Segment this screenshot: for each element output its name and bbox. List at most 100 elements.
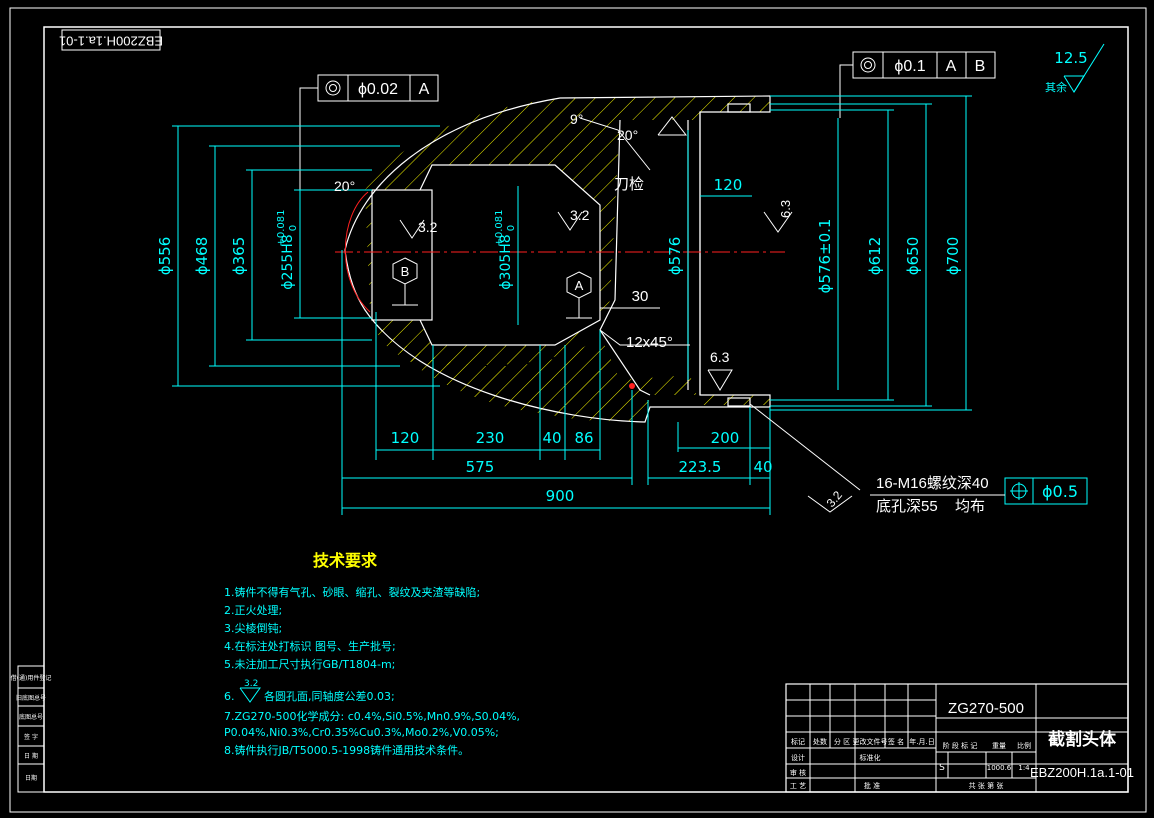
dim-d576b: ϕ576±0.1	[816, 219, 834, 294]
rough-5-value: 3.2	[824, 488, 846, 510]
inner-border	[43, 26, 1129, 793]
dim-d556: ϕ556	[156, 237, 174, 276]
note-4: 4.在标注处打标识 图号、生产批号;	[224, 639, 396, 653]
datum-a-label: A	[575, 278, 584, 293]
tb-approve: 批 准	[864, 781, 880, 790]
tolerance-frame-position: ϕ0.5	[1004, 477, 1088, 505]
dim-l86: 86	[574, 429, 593, 447]
rotated-code: EBZ200H.1a.1-01	[59, 34, 163, 49]
tech-notes: 技术要求 1.铸件不得有气孔、砂眼、缩孔、裂纹及夹渣等缺陷; 2.正火处理; 3…	[224, 551, 520, 757]
left-bore	[371, 189, 433, 321]
tb-weight: 重量	[992, 742, 1006, 750]
tb-process: 工 艺	[790, 782, 806, 790]
rough-mark-3: 6.3	[763, 200, 793, 233]
strip-3: 底图总号	[19, 713, 43, 721]
dim-l120b: 120	[714, 176, 743, 194]
note-6-text: 各圆孔面,同轴度公差0.03;	[264, 689, 395, 703]
tb-mark: 标记	[791, 737, 805, 746]
strip-2: 旧底图总号	[16, 694, 46, 702]
strip-6: 日期	[25, 774, 37, 782]
tb-docno: 更改文件号	[853, 737, 888, 746]
tb-count: 处数	[813, 737, 827, 746]
material: ZG270-500	[948, 700, 1024, 717]
tb-sheets: 共 张 第 张	[969, 781, 1004, 790]
angle-20a: 20°	[334, 178, 355, 194]
dim-l900: 900	[546, 487, 575, 505]
rough-mark-5	[657, 116, 688, 136]
rough-4-value: 6.3	[710, 349, 730, 365]
strip-5: 日 期	[24, 752, 38, 760]
strip-4: 签 字	[24, 733, 38, 741]
dim-d468: ϕ468	[193, 237, 211, 276]
bolt-hole-bottom	[727, 397, 751, 407]
dim-d255-up: +0.081	[276, 209, 287, 246]
strip-1: 借(通)用件登记	[11, 674, 52, 682]
dim-d305-low: 0	[506, 225, 517, 231]
note-7b: P0.04%,Ni0.3%,Cr0.35%Cu0.3%,Mo0.2%,V0.05…	[224, 726, 499, 739]
rough-mark-4: 6.3	[707, 349, 733, 391]
drawing-no: EBZ200H.1a.1-01	[1030, 765, 1134, 780]
dim-l40b: 40	[753, 458, 772, 476]
rotated-code-box: EBZ200H.1a.1-01	[59, 29, 163, 51]
note-3: 3.尖棱倒钝;	[224, 621, 282, 635]
tb-stage-s: S	[939, 763, 945, 773]
roughness-general-suffix: 其余	[1045, 80, 1067, 94]
dim-l575: 575	[466, 458, 495, 476]
dim-d650: ϕ650	[904, 237, 922, 276]
angle-9: 9°	[570, 111, 583, 127]
outer-border	[9, 7, 1147, 813]
rough-1-value: 3.2	[418, 219, 438, 235]
tol-right-datum2: B	[975, 58, 986, 75]
dim-l200: 200	[711, 429, 740, 447]
note-1: 1.铸件不得有气孔、砂眼、缩孔、裂纹及夹渣等缺陷;	[224, 585, 480, 599]
tb-scale-val: 1:4	[1018, 764, 1030, 772]
dim-diameters: ϕ556 ϕ468 ϕ365 ϕ255H8 +0.081 0 ϕ305H8 +0…	[156, 95, 972, 411]
title-block: ZG270-500 截割头体 EBZ200H.1a.1-01 标记 处数 分 区…	[785, 683, 1134, 793]
tol-pos-value: ϕ0.5	[1042, 482, 1078, 501]
tol-right-value: ϕ0.1	[894, 58, 925, 75]
notes-title: 技术要求	[313, 551, 378, 570]
dim-l40a: 40	[542, 429, 561, 447]
angle-20b: 20°	[617, 127, 638, 143]
note-5: 5.未注加工尺寸执行GB/T1804-m;	[224, 657, 395, 671]
annotations: 30 12x45° 20° 20° 9° 刀检 16-M16螺纹深40 底孔深5…	[334, 111, 1005, 515]
rough-3-value: 6.3	[778, 200, 793, 218]
dim-d612: ϕ612	[866, 237, 884, 276]
tb-scale-h: 比例	[1017, 741, 1031, 750]
bolt-hole-top	[727, 103, 751, 113]
datum-a: A	[566, 271, 592, 319]
dim-d365: ϕ365	[230, 237, 248, 276]
dim-l120a: 120	[391, 429, 420, 447]
dim-d255-low: 0	[288, 225, 299, 231]
thread-line1: 16-M16螺纹深40	[876, 475, 989, 492]
dim-d700: ϕ700	[944, 237, 962, 276]
tb-design: 设计	[791, 753, 805, 762]
tol-left-value: ϕ0.02	[358, 81, 398, 98]
part-section-hatch-lower	[370, 310, 770, 422]
red-mark	[629, 383, 635, 389]
left-strip: 借(通)用件登记 旧底图总号 底图总号 签 字 日 期 日期	[11, 665, 52, 793]
tb-zone: 分 区	[834, 737, 850, 746]
roughness-general: 12.5 其余	[1045, 43, 1105, 94]
rough-2-value: 3.2	[570, 207, 590, 223]
dim-chamfer: 12x45°	[626, 334, 673, 351]
datum-b-label: B	[401, 264, 410, 279]
rough-mark-1: 3.2	[399, 219, 438, 239]
roughness-general-value: 12.5	[1054, 49, 1087, 67]
tolerance-frame-left: ϕ0.02 A	[299, 74, 439, 190]
outer-profile	[344, 95, 771, 423]
rough-mark-2: 3.2	[557, 207, 590, 231]
datum-b: B	[392, 257, 418, 306]
dim-l30: 30	[632, 288, 649, 305]
dim-d305-up: +0.081	[494, 209, 505, 246]
thread-even: 均布	[955, 498, 985, 515]
tolerance-frame-right: ϕ0.1 A B	[839, 51, 996, 118]
dim-l230: 230	[476, 429, 505, 447]
tb-review: 审 核	[790, 768, 806, 777]
thread-line2: 底孔深55	[876, 498, 938, 515]
tb-standard: 标准化	[860, 753, 881, 762]
part-name: 截割头体	[1048, 729, 1117, 749]
red-arc	[344, 191, 371, 313]
tb-sign: 签 名	[888, 737, 904, 746]
